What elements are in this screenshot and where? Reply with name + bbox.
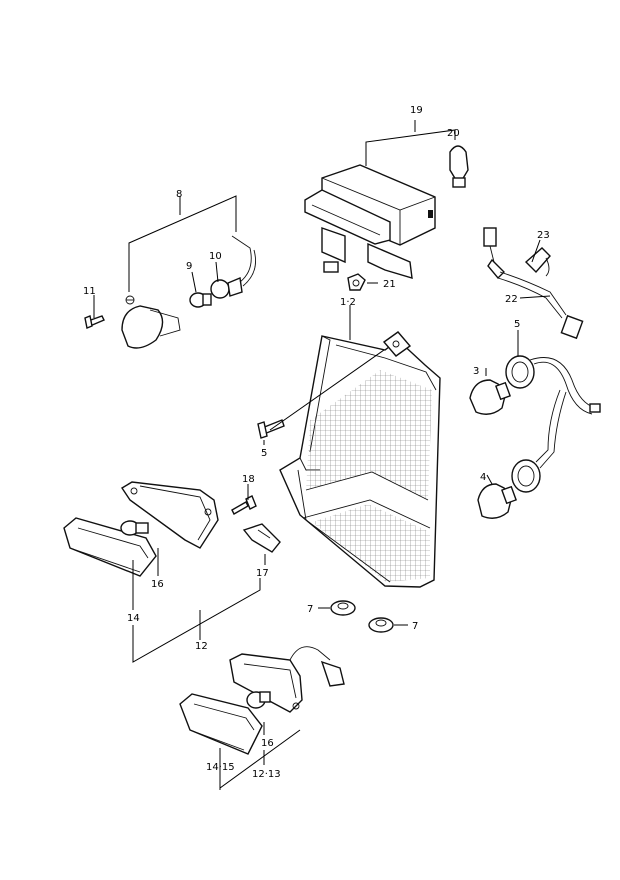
- turn-signal-lens-14-15: [179, 693, 263, 755]
- label-7a: 7: [307, 604, 313, 615]
- grommet-7a: [330, 600, 356, 616]
- wire-harness-22: [483, 227, 584, 340]
- screw-11: [84, 315, 105, 329]
- part-labels: 19 20 8 9 10 11 21 23 22 1·2 5 3 5 4 18 …: [83, 105, 550, 780]
- label-12: 12: [195, 641, 208, 652]
- label-7b: 7: [412, 621, 418, 632]
- bulb-4: [477, 483, 517, 519]
- nut-21: [347, 273, 366, 291]
- grommet-7b: [368, 617, 394, 633]
- label-17: 17: [256, 568, 269, 579]
- label-23: 23: [537, 230, 550, 241]
- screw-18: [231, 495, 257, 515]
- label-12-13: 12·13: [252, 769, 281, 780]
- label-22: 22: [505, 294, 518, 305]
- bulb-16: [120, 520, 149, 536]
- label-19: 19: [410, 105, 423, 116]
- label-16a: 16: [151, 579, 164, 590]
- bulb-3: [469, 379, 511, 415]
- socket-4: [511, 459, 541, 493]
- turn-signal-housing-12: [121, 481, 219, 549]
- high-mount-stop-lamp: [304, 164, 436, 279]
- side-lamp-8: [121, 295, 181, 349]
- label-3: 3: [473, 366, 479, 377]
- label-4: 4: [480, 472, 486, 483]
- bulb-16b: [246, 691, 271, 709]
- bulb-9: [189, 292, 212, 308]
- label-1-2: 1·2: [340, 297, 356, 308]
- label-10: 10: [209, 251, 222, 262]
- label-14: 14: [127, 613, 140, 624]
- label-14-15: 14·15: [206, 762, 235, 773]
- label-5b: 5: [514, 319, 520, 330]
- tail-lamp-lens-1-2: [279, 331, 441, 588]
- socket-10: [210, 235, 257, 299]
- socket-5: [505, 355, 601, 469]
- label-9: 9: [186, 261, 192, 272]
- label-5a: 5: [261, 448, 267, 459]
- socket-17: [242, 523, 281, 553]
- label-8: 8: [176, 189, 182, 200]
- label-20: 20: [447, 128, 460, 139]
- leader-lines: [93, 120, 551, 790]
- bulb-20: [449, 145, 469, 188]
- label-18: 18: [242, 474, 255, 485]
- turn-signal-housing-12-13: [229, 646, 345, 713]
- label-16b: 16: [261, 738, 274, 749]
- label-11: 11: [83, 286, 96, 297]
- label-21: 21: [383, 279, 396, 290]
